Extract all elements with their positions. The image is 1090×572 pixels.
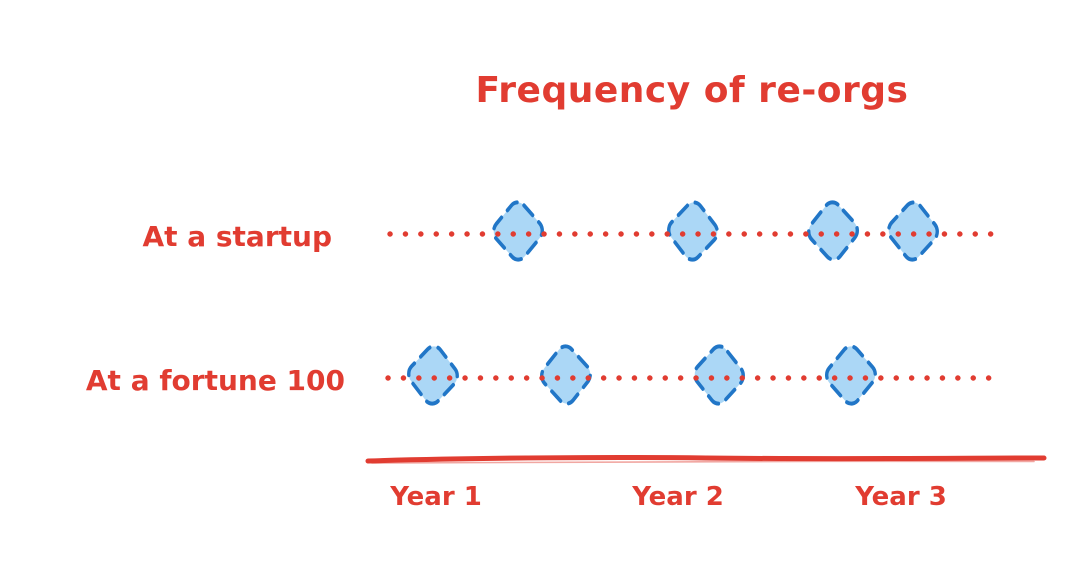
- x-axis-label-year-1: Year 1: [390, 482, 482, 512]
- chart-title: Frequency of re-orgs: [475, 70, 909, 111]
- row-label-startup: At a startup: [142, 220, 332, 253]
- x-axis-label-year-3: Year 3: [855, 482, 947, 512]
- reorg-diamond-marker: [887, 200, 939, 262]
- reorg-diamond-marker: [667, 200, 719, 262]
- x-axis-label-year-2: Year 2: [632, 482, 724, 512]
- reorg-diamond-marker: [693, 344, 745, 406]
- reorg-diamond-marker: [825, 344, 877, 406]
- x-axis-line-overdraw: [371, 460, 1035, 464]
- x-axis-line: [365, 455, 1047, 464]
- reorg-diamond-marker: [540, 344, 592, 406]
- reorg-diamond-marker: [492, 200, 544, 262]
- timeline-row: [385, 344, 1003, 406]
- row-label-fortune-100: At a fortune 100: [85, 364, 345, 397]
- reorg-diamond-marker: [407, 344, 459, 406]
- timeline-row: [387, 200, 1003, 262]
- reorg-diamond-marker: [807, 200, 859, 262]
